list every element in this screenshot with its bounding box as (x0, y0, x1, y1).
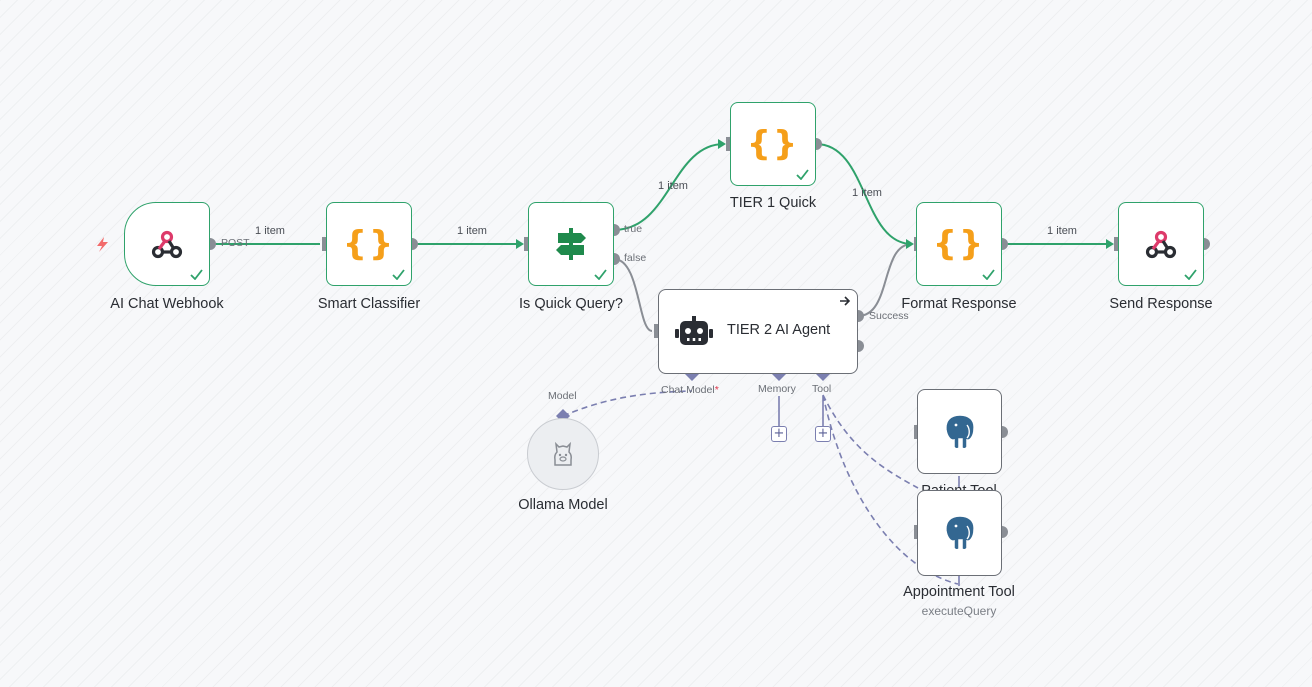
arrow-right-icon[interactable] (839, 295, 851, 307)
node-label: Appointment Tool (903, 584, 1015, 600)
postgres-elephant-icon (918, 390, 1001, 473)
port-label-true: true (624, 223, 643, 235)
check-icon (982, 269, 995, 280)
code-braces-icon: {} (342, 224, 396, 264)
if-input-handle[interactable] (524, 237, 529, 251)
port-label-success: Success (869, 310, 909, 322)
arrow-head (718, 139, 726, 149)
llama-icon (554, 441, 572, 466)
check-icon (1184, 269, 1197, 280)
node-ai-chat-webhook[interactable] (124, 202, 210, 286)
send-input-handle[interactable] (1114, 237, 1119, 251)
check-icon (594, 269, 607, 280)
signpost-icon (529, 203, 613, 285)
check-icon (190, 269, 203, 280)
node-label: AI Chat Webhook (110, 296, 224, 312)
code-braces-icon: {} (746, 124, 800, 164)
edge-label: 1 item (457, 225, 487, 237)
edge-label: 1 item (1047, 225, 1077, 237)
arrow-head (1106, 239, 1114, 249)
node-tier2-ai-agent[interactable]: TIER 2 AI Agent (658, 289, 858, 374)
tier1-input-handle[interactable] (726, 137, 731, 151)
add-memory-button[interactable]: + (771, 426, 787, 442)
node-title: TIER 2 AI Agent (727, 322, 831, 338)
port-label-tool: Tool (812, 383, 832, 395)
port-label-post: POST (221, 237, 250, 249)
node-send-response[interactable] (1118, 202, 1204, 286)
check-icon (392, 269, 405, 280)
robot-icon (675, 316, 713, 345)
node-ollama-model[interactable] (527, 418, 599, 490)
webhook-icon (1119, 203, 1203, 285)
edge-if-tier1[interactable] (613, 143, 725, 231)
arrow-head (516, 239, 524, 249)
port-label-memory: Memory (758, 383, 796, 395)
code-braces-icon: {} (932, 224, 986, 264)
node-label: Send Response (1109, 296, 1213, 312)
node-label: Is Quick Query? (519, 296, 623, 312)
node-appointment-tool[interactable] (917, 490, 1002, 576)
node-format-response[interactable]: {} (916, 202, 1002, 286)
edge-label: 1 item (658, 180, 688, 192)
node-label: Smart Classifier (317, 296, 421, 312)
node-label: Ollama Model (518, 497, 608, 513)
appointment-tool-input-handle[interactable] (914, 525, 919, 539)
node-is-quick-query[interactable] (528, 202, 614, 286)
node-subtitle: executeQuery (921, 604, 997, 618)
node-smart-classifier[interactable]: {} (326, 202, 412, 286)
edge-tool-patient[interactable] (822, 394, 919, 489)
node-label: Format Response (901, 296, 1017, 312)
arrow-head (906, 239, 914, 249)
edge-if-tier2[interactable] (613, 258, 653, 332)
node-patient-tool[interactable] (917, 389, 1002, 474)
tier2-input-handle[interactable] (654, 324, 659, 338)
edge-tier2-format[interactable] (857, 243, 913, 317)
webhook-icon (125, 203, 209, 285)
node-tier1-quick[interactable]: {} (730, 102, 816, 186)
edge-tool-appointment[interactable] (822, 394, 959, 585)
edge-tier1-format[interactable] (815, 143, 913, 245)
lightning-bolt-icon (97, 237, 108, 252)
port-label-chat-model: Chat Model* (661, 384, 719, 396)
edge-label: 1 item (255, 225, 285, 237)
port-label-false: false (624, 252, 647, 264)
node-label: TIER 1 Quick (729, 195, 817, 211)
check-icon (796, 169, 809, 180)
classifier-input-handle[interactable] (322, 237, 327, 251)
add-tool-button[interactable]: + (815, 426, 831, 442)
port-label-model: Model (548, 390, 577, 402)
patient-tool-input-handle[interactable] (914, 425, 919, 439)
edge-ollama-chatmodel[interactable] (562, 390, 693, 417)
edge-label: 1 item (852, 187, 882, 199)
postgres-elephant-icon (918, 491, 1001, 575)
